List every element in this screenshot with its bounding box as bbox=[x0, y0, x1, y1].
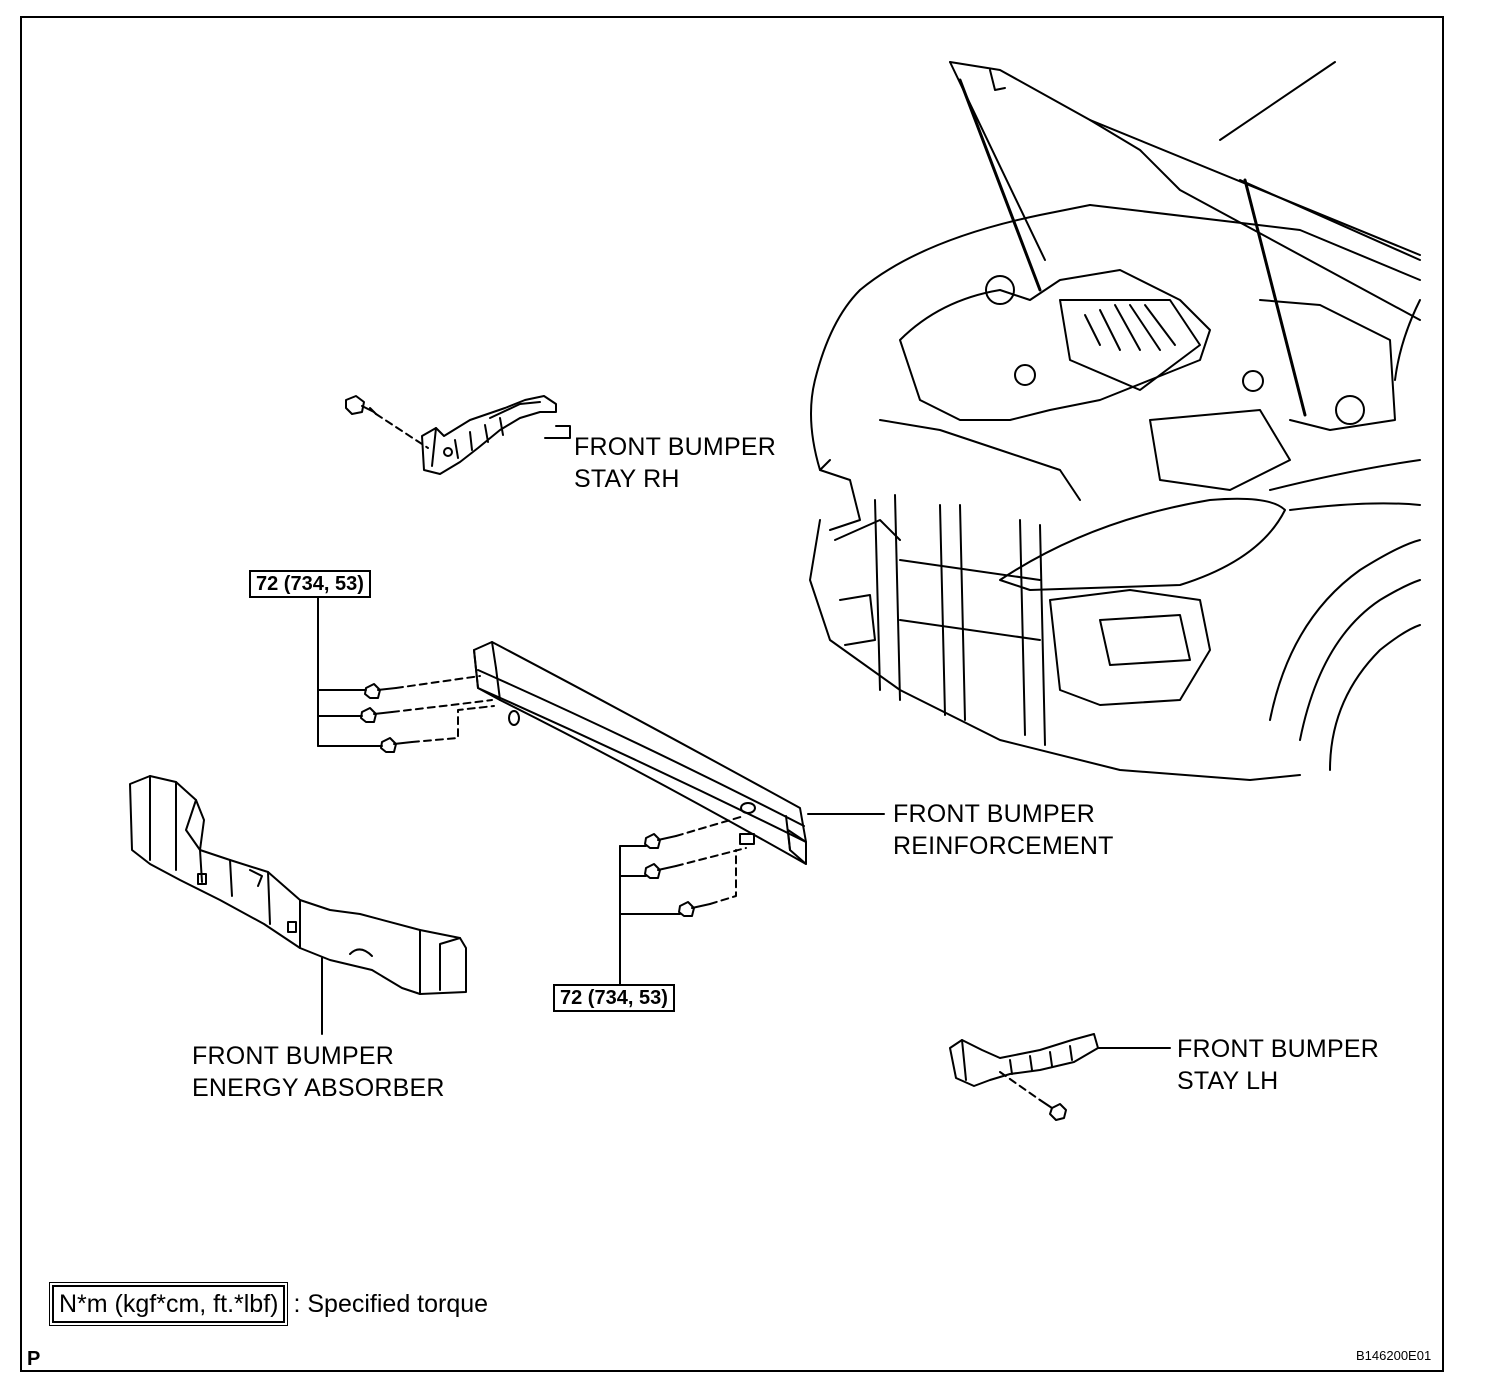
stay-rh-leader bbox=[544, 425, 571, 439]
label-stay-lh-line1: FRONT BUMPER bbox=[1177, 1035, 1379, 1063]
front-bumper-energy-absorber-part bbox=[129, 775, 467, 995]
vehicle-front-illustration bbox=[809, 61, 1421, 781]
figure-code: B146200E01 bbox=[1356, 1348, 1432, 1363]
label-front-bumper-reinforcement: FRONT BUMPER REINFORCEMENT bbox=[893, 798, 1114, 862]
label-stay-lh-line2: STAY LH bbox=[1177, 1067, 1279, 1095]
stay-lh-bolt bbox=[1039, 1099, 1067, 1121]
label-front-bumper-stay-lh: FRONT BUMPER STAY LH bbox=[1177, 1033, 1379, 1097]
torque-spec-upper: 72 (734, 53) bbox=[249, 570, 371, 598]
front-bumper-reinforcement-part bbox=[473, 641, 807, 865]
torque-unit-box: N*m (kgf*cm, ft.*lbf) bbox=[48, 1282, 289, 1326]
stay-rh-dashed-guide bbox=[375, 413, 429, 449]
reinforcement-lower-bolts bbox=[644, 833, 711, 917]
label-front-bumper-stay-rh: FRONT BUMPER STAY RH bbox=[574, 431, 776, 495]
label-stay-rh-line1: FRONT BUMPER bbox=[574, 433, 776, 461]
torque-legend: N*m (kgf*cm, ft.*lbf) : Specified torque bbox=[48, 1282, 489, 1326]
corner-letter: P bbox=[27, 1348, 41, 1370]
front-bumper-stay-lh-part bbox=[949, 1033, 1099, 1087]
label-front-bumper-energy-absorber: FRONT BUMPER ENERGY ABSORBER bbox=[192, 1040, 445, 1104]
label-absorber-line1: FRONT BUMPER bbox=[192, 1042, 394, 1070]
diagram-frame bbox=[20, 16, 1444, 1372]
torque-spec-lower: 72 (734, 53) bbox=[553, 984, 675, 1012]
reinforcement-upper-bolts bbox=[360, 683, 413, 753]
label-reinforcement-line1: FRONT BUMPER bbox=[893, 800, 1095, 828]
label-stay-rh-line2: STAY RH bbox=[574, 465, 680, 493]
stay-rh-bolt bbox=[345, 395, 377, 415]
label-absorber-line2: ENERGY ABSORBER bbox=[192, 1074, 445, 1102]
front-bumper-stay-rh-part bbox=[421, 395, 557, 475]
label-reinforcement-line2: REINFORCEMENT bbox=[893, 832, 1114, 860]
torque-legend-description: : Specified torque bbox=[293, 1290, 489, 1318]
